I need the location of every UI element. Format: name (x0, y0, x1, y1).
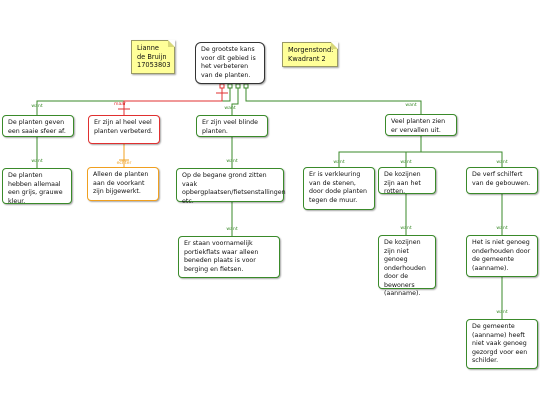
label-want-kozijnen: want (400, 160, 412, 165)
group-note: Morgenstond: Kwadrant 2 (282, 42, 338, 67)
label-want-portiek: want (226, 227, 238, 232)
node-saaie-sfeer-text: De planten geven een saaie sfeer af. (8, 119, 66, 135)
node-begane-grond-text: Op de begane grond zitten vaak opbergpla… (182, 172, 286, 205)
node-gemeente-schilder-text: De gemeente (aanname) heeft niet vaak ge… (472, 323, 528, 364)
node-vervallen[interactable]: Veel planten zien er vervallen uit. (385, 114, 457, 136)
node-gemeente-onderhoud-text: Het is niet genoeg onderhouden door de g… (472, 239, 531, 272)
node-verkleuring-text: Er is verkleuring van de stenen, door do… (309, 171, 367, 204)
node-saaie-sfeer[interactable]: De planten geven een saaie sfeer af. (2, 115, 74, 137)
root-handle-1 (219, 83, 225, 89)
node-grijs-text: De planten hebben allemaal een grijs, gr… (8, 172, 63, 205)
label-want-vervallen: want (405, 103, 417, 108)
label-echter-voorkant: echter (116, 161, 132, 166)
label-want-kozijnen-onderhoud: want (400, 226, 412, 231)
label-want-saaie: want (31, 104, 43, 109)
node-blinde-text: Er zijn veel blinde planten. (202, 119, 258, 135)
label-maar-verbeterd: maar (114, 102, 126, 107)
label-want-verkleuring: want (333, 160, 345, 165)
label-want-grijs: want (31, 159, 43, 164)
node-grijs[interactable]: De planten hebben allemaal een grijs, gr… (2, 168, 72, 205)
link-root-verbeterd (123, 84, 223, 115)
node-portiekflats[interactable]: Er staan voornamelijk portiekflats waar … (178, 236, 280, 278)
node-begane-grond[interactable]: Op de begane grond zitten vaak opbergpla… (176, 168, 286, 205)
label-want-begane: want (226, 159, 238, 164)
node-vervallen-text: Veel planten zien er vervallen uit. (391, 118, 446, 134)
node-verkleuring[interactable]: Er is verkleuring van de stenen, door do… (303, 167, 375, 210)
node-kozijnen-onderhoud-text: De kozijnen zijn niet genoeg onderhouden… (384, 239, 426, 297)
root-handle-4 (243, 83, 249, 89)
author-note-text: Lianne de Bruijn 17053803 (137, 44, 171, 70)
root-handle-3 (235, 83, 241, 89)
node-verf-text: De verf schilfert van de gebouwen. (472, 171, 531, 187)
link-root-blinde (231, 84, 239, 115)
root-handle-2 (227, 83, 233, 89)
root-claim-text: De grootste kans voor dit gebied is het … (201, 46, 256, 79)
label-want-schilder: want (496, 310, 508, 315)
node-gemeente-onderhoud[interactable]: Het is niet genoeg onderhouden door de g… (466, 235, 538, 277)
node-verbeterd-text: Er zijn al heel veel planten verbeterd. (94, 119, 153, 135)
node-gemeente-schilder[interactable]: De gemeente (aanname) heeft niet vaak ge… (466, 319, 538, 369)
node-voorkant-text: Alleen de planten aan de voorkant zijn b… (93, 171, 149, 195)
label-want-gemeente: want (496, 226, 508, 231)
node-voorkant[interactable]: Alleen de planten aan de voorkant zijn b… (87, 167, 159, 201)
node-verbeterd[interactable]: Er zijn al heel veel planten verbeterd. (88, 115, 160, 144)
label-want-verf: want (496, 160, 508, 165)
author-note: Lianne de Bruijn 17053803 (131, 40, 175, 74)
node-kozijnen-onderhoud[interactable]: De kozijnen zijn niet genoeg onderhouden… (378, 235, 436, 297)
node-portiekflats-text: Er staan voornamelijk portiekflats waar … (184, 240, 259, 273)
label-want-blinde: want (224, 106, 236, 111)
link-root-vervallen (245, 84, 422, 114)
node-blinde[interactable]: Er zijn veel blinde planten. (196, 115, 268, 137)
node-kozijnen-rot-text: De kozijnen zijn aan het rotten. (384, 171, 421, 195)
link-vervallen-verf (420, 136, 503, 167)
root-claim[interactable]: De grootste kans voor dit gebied is het … (195, 42, 265, 84)
node-verf[interactable]: De verf schilfert van de gebouwen. (466, 167, 538, 194)
group-note-text: Morgenstond: Kwadrant 2 (288, 46, 334, 63)
node-kozijnen-rot[interactable]: De kozijnen zijn aan het rotten. (378, 167, 436, 195)
link-root-saaie-sfeer (36, 84, 231, 115)
